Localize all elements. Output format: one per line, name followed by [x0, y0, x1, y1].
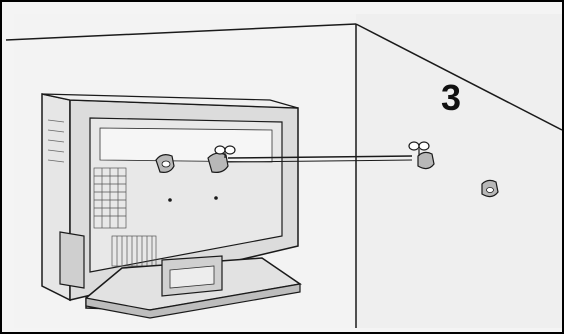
step-number: 3: [441, 80, 461, 116]
bracket-icon: [156, 155, 174, 173]
screw-hole: [214, 196, 218, 200]
side-wall: [356, 14, 562, 328]
wall-bracket-icon: [418, 152, 434, 168]
screw-hole: [168, 198, 172, 202]
wall-bracket-icon: [482, 180, 498, 196]
side-component: [60, 232, 84, 288]
